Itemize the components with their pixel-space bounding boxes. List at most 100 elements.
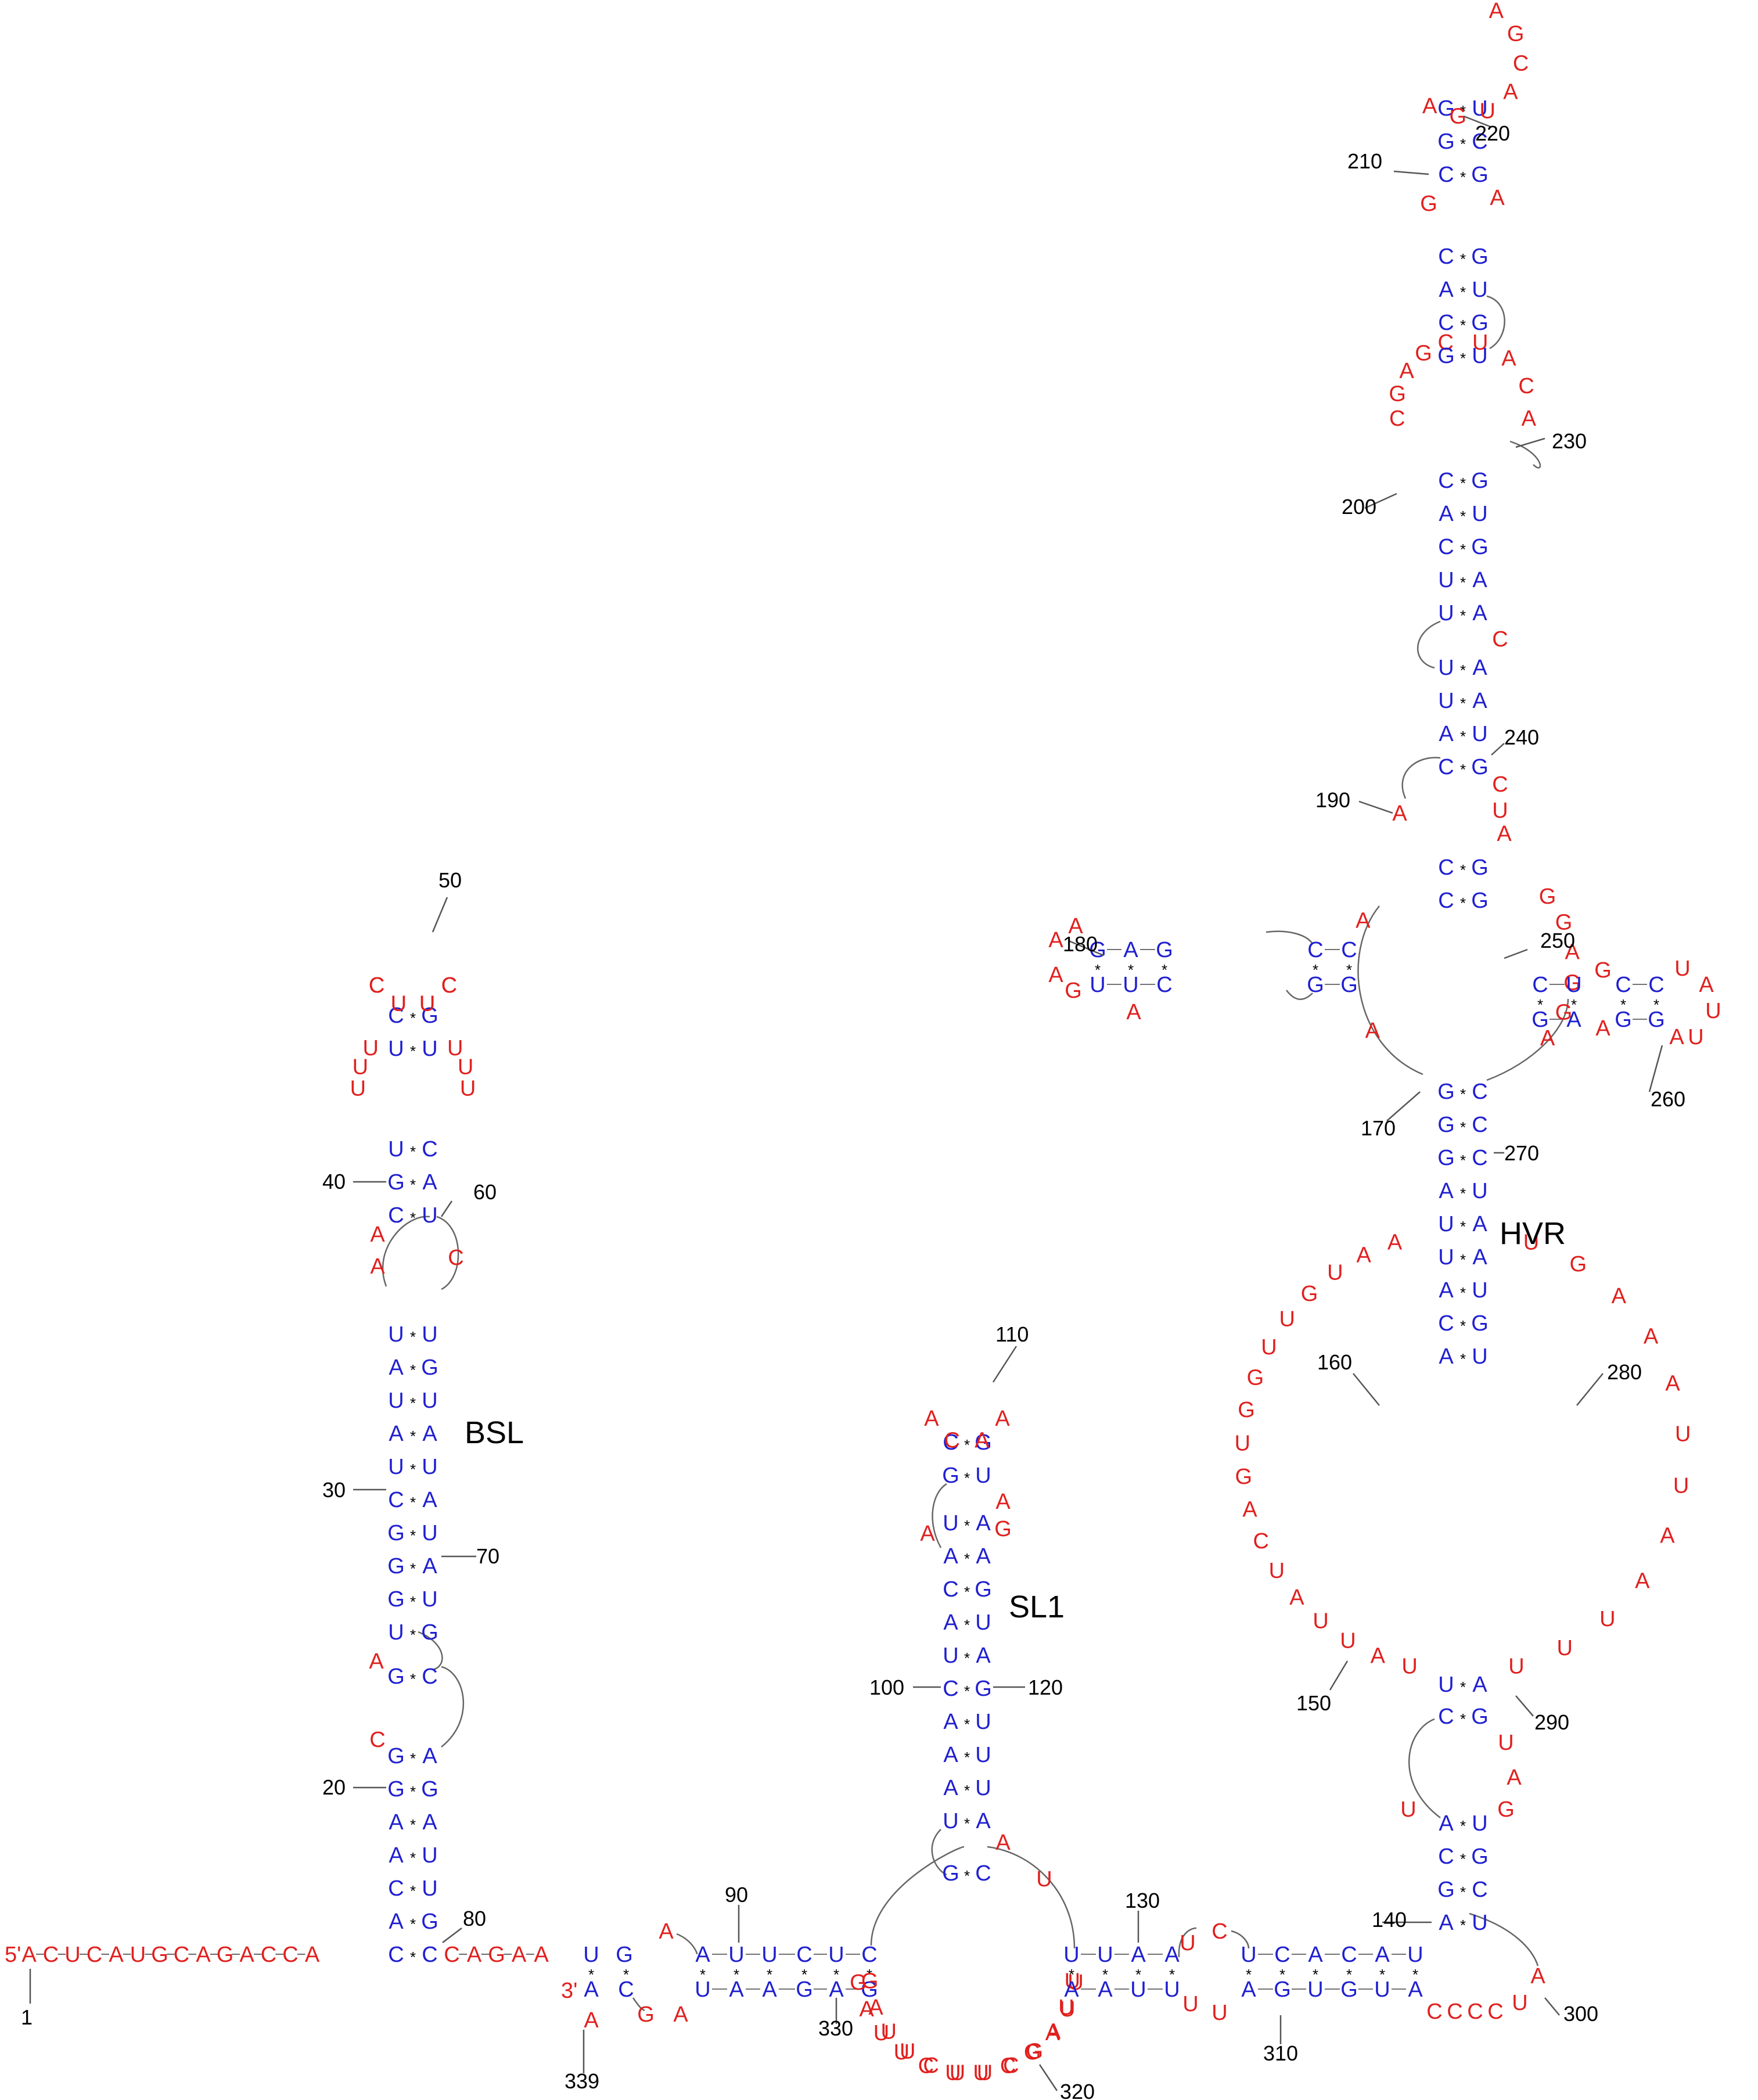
domain-label-bsl: BSL (465, 1415, 524, 1450)
nucleotide: G (975, 1677, 992, 1701)
nucleotide: U (1036, 1867, 1052, 1892)
nucleotide: U (728, 1943, 744, 1967)
base-pair-star: * (964, 1517, 970, 1534)
nucleotide: C (444, 1943, 459, 1967)
nucleotide: U (391, 992, 407, 1016)
nucleotide: C (388, 1876, 404, 1901)
nucleotide: G (1471, 535, 1489, 559)
nucleotide: A (729, 1977, 744, 2002)
nucleotide: G (387, 1777, 405, 1801)
nucleotide: U (130, 1943, 146, 1967)
nucleotide: A (1595, 1016, 1610, 1041)
nucleotide: U (761, 1943, 777, 1967)
nucleotide: A (1399, 359, 1414, 383)
base-pair-star: * (1571, 996, 1577, 1013)
nucleotide: A (1522, 407, 1537, 431)
nucleotide: U (1438, 1245, 1454, 1270)
base-pair-star: * (410, 1143, 416, 1160)
nucleotide: G (387, 1664, 405, 1689)
nucleotide: A (1308, 1943, 1323, 1967)
nucleotide: U (1211, 2001, 1227, 2025)
nucleotide: A (389, 1355, 404, 1380)
nucleotide: A (422, 1170, 437, 1195)
nucleotide: G (421, 1004, 438, 1028)
nucleotide: A (995, 1831, 1011, 1855)
domain-label-sl1: SL1 (1009, 1590, 1065, 1624)
loop-arc (418, 1631, 443, 1671)
base-pair-star: * (964, 1716, 970, 1733)
nucleotide: U (881, 2020, 897, 2044)
nucleotide: U (388, 1037, 404, 1061)
nucleotide: A (1612, 1284, 1627, 1308)
nucleotide: U (1508, 1655, 1524, 1679)
base-pair-star: * (964, 1649, 970, 1667)
number-tick (1364, 492, 1397, 509)
nucleotide: A (370, 1254, 385, 1279)
nucleotide: U (975, 1743, 991, 1767)
loop-arc (632, 1997, 645, 2012)
nucleotide: C (388, 1203, 404, 1228)
nucleotide: G (942, 1463, 959, 1488)
nucleotide: U (1472, 1179, 1487, 1203)
nucleotide: U (388, 1137, 404, 1162)
nucleotide: A (943, 1776, 958, 1800)
nucleotide: C (422, 1664, 437, 1689)
number-tick (1038, 2064, 1058, 2091)
number-tick (1648, 1045, 1663, 1092)
nucleotide: C (1472, 1878, 1487, 1902)
nucleotide: G (1471, 755, 1489, 779)
nucleotide: A (467, 1943, 482, 1967)
nucleotide: A (920, 1522, 935, 1546)
nucleotide: G (1437, 1080, 1455, 1104)
base-pair-star: * (1460, 1218, 1466, 1235)
nucleotide: C (943, 1430, 958, 1455)
base-pair-star: * (833, 1966, 839, 1983)
nucleotide: C (1513, 52, 1529, 76)
nucleotide: A (976, 1644, 991, 1668)
position-number: 100 (869, 1675, 904, 1699)
nucleotide: A (1375, 1943, 1390, 1967)
base-pair-star: * (1537, 996, 1543, 1013)
nucleotide: C (441, 973, 457, 998)
nucleotide: A (1439, 278, 1454, 302)
loop-arc (1469, 1912, 1539, 1966)
position-number: 120 (1028, 1675, 1063, 1699)
base-pair-star: * (1653, 996, 1659, 1013)
nucleotide: C (1003, 2054, 1019, 2078)
base-pair-star: * (410, 1209, 416, 1227)
nucleotide: G (861, 1969, 879, 1993)
base-pair-star: * (1460, 1152, 1466, 1169)
nucleotide: G (1471, 1705, 1489, 1729)
nucleotide: G (1437, 1113, 1455, 1137)
nucleotide: G (217, 1943, 234, 1967)
nucleotide: G (421, 1910, 438, 1934)
base-pair-star: * (700, 1966, 706, 1983)
position-number: 260 (1651, 1087, 1685, 1111)
base-pair-star: * (410, 1427, 416, 1445)
loop-arc (1417, 620, 1441, 669)
nucleotide: U (422, 1037, 437, 1061)
base-pair-star: * (1460, 1817, 1466, 1835)
nucleotide: A (305, 1943, 320, 1967)
base-pair-star: * (1460, 1185, 1466, 1202)
position-number: 170 (1361, 1116, 1396, 1140)
nucleotide: A (196, 1943, 211, 1967)
base-pair-star: * (1460, 541, 1466, 558)
nucleotide: A (369, 1649, 384, 1674)
nucleotide: U (1438, 689, 1454, 713)
base-pair-star: * (1460, 350, 1466, 367)
base-pair-star: * (1169, 1966, 1175, 1983)
nucleotide: U (945, 2061, 961, 2085)
position-number: 270 (1504, 1141, 1539, 1165)
nucleotide: A (1472, 1212, 1487, 1236)
base-pair-star: * (623, 1966, 629, 1983)
nucleotide: U (458, 1055, 473, 1079)
base-pair-star: * (1313, 1966, 1318, 1983)
nucleotide: G (1437, 130, 1455, 154)
nucleotide: A (1365, 1019, 1380, 1043)
nucleotide: A (1048, 963, 1063, 987)
base-pair-star: * (1460, 894, 1466, 912)
nucleotide: G (1235, 1465, 1253, 1489)
nucleotide: A (943, 1610, 958, 1635)
nucleotide: A (1472, 656, 1487, 680)
